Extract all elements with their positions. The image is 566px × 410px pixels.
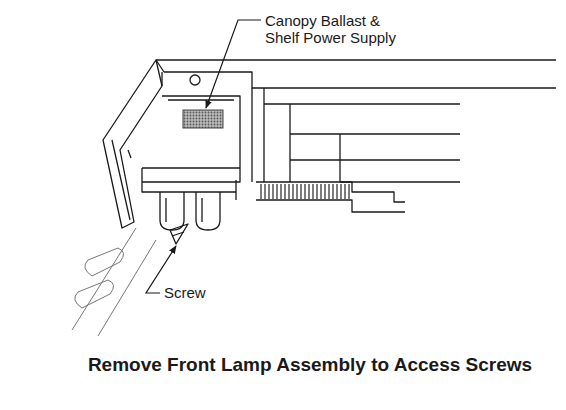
figure-caption: Remove Front Lamp Assembly to Access Scr… xyxy=(88,354,532,376)
part-label: Screw xyxy=(164,284,244,301)
component-label: Canopy Ballast & Shelf Power Supply xyxy=(265,12,415,46)
